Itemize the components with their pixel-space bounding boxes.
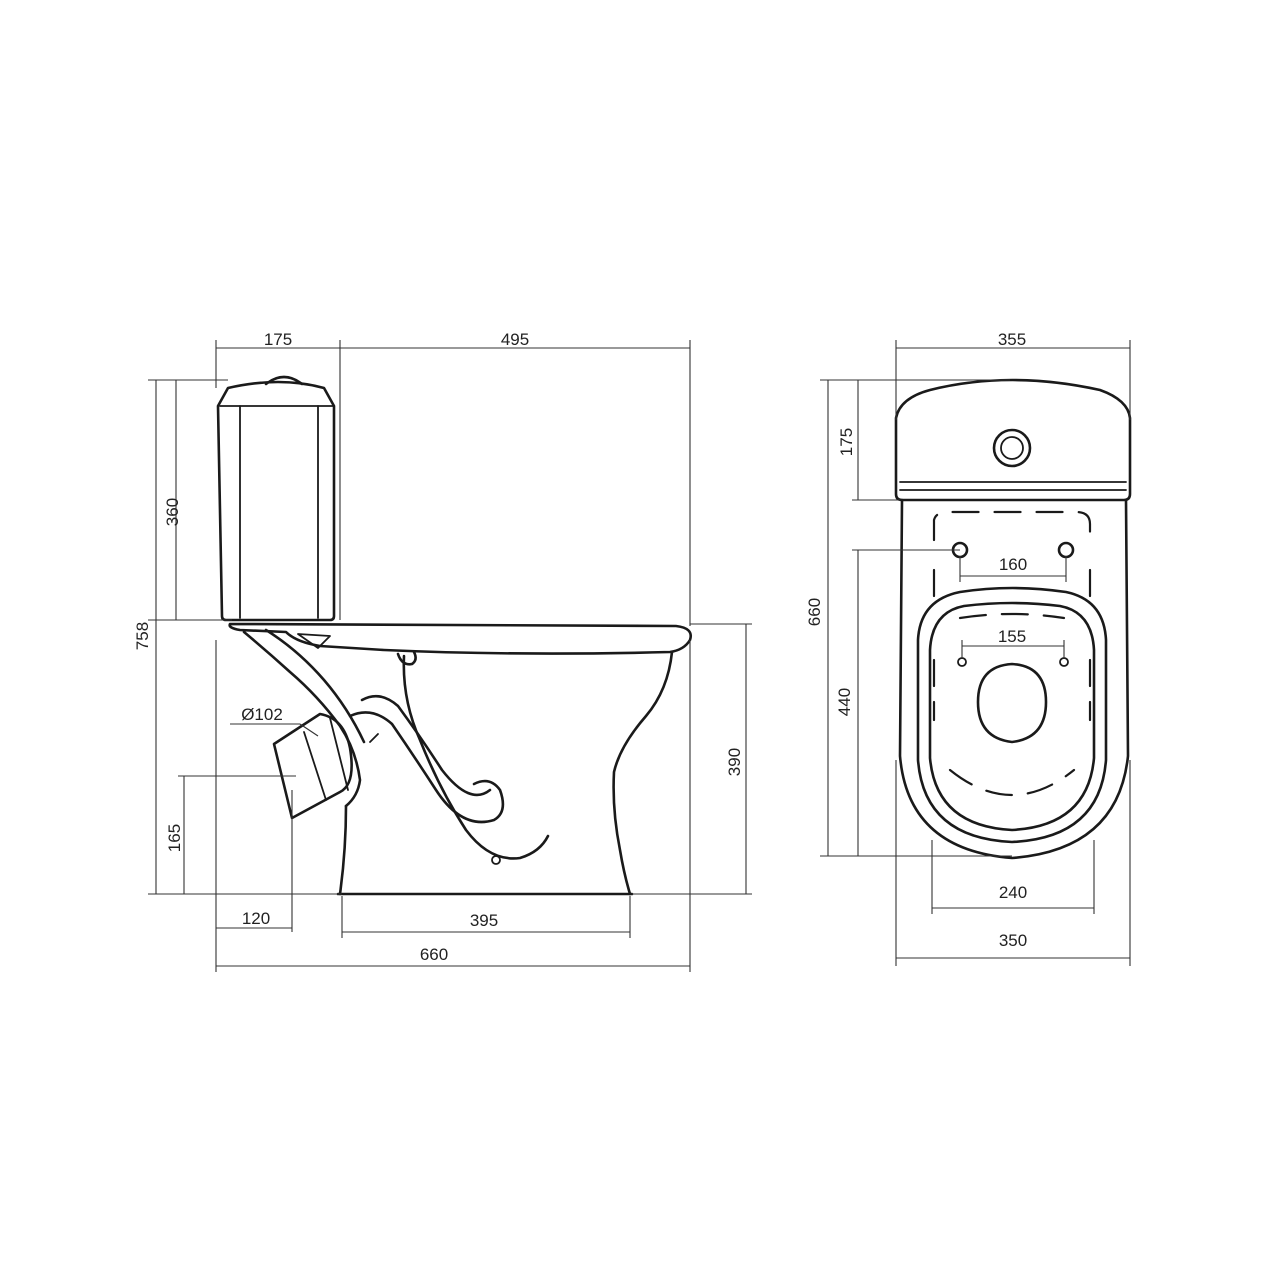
dim-top-inner-width: 240 bbox=[999, 883, 1027, 902]
side-trapway bbox=[242, 628, 505, 824]
dim-side-base-length: 395 bbox=[470, 911, 498, 930]
dim-top-total-length: 660 bbox=[805, 598, 824, 626]
side-bowl-body bbox=[336, 650, 674, 896]
side-tank bbox=[216, 375, 336, 622]
top-dimensions bbox=[820, 340, 1131, 966]
dim-side-outlet-offset: 120 bbox=[242, 909, 270, 928]
top-tank bbox=[894, 378, 1132, 502]
side-view: 175 495 360 758 Ø102 165 120 395 660 390 bbox=[133, 330, 752, 972]
dim-top-tank-width: 355 bbox=[998, 330, 1026, 349]
dim-side-outlet-diameter: Ø102 bbox=[241, 705, 283, 724]
dim-top-bowl-length: 440 bbox=[835, 688, 854, 716]
dim-top-seat-hinge-spacing: 155 bbox=[998, 627, 1026, 646]
top-bowl bbox=[898, 498, 1130, 860]
top-view: 355 175 660 160 155 440 240 350 bbox=[805, 330, 1132, 966]
side-seat-rim bbox=[228, 622, 692, 666]
side-outlet-pipe bbox=[272, 712, 353, 820]
dim-side-tank-depth: 175 bbox=[264, 330, 292, 349]
dim-side-bowl-projection: 495 bbox=[501, 330, 529, 349]
dim-top-bolt-spacing: 160 bbox=[999, 555, 1027, 574]
dim-side-tank-height: 360 bbox=[163, 498, 182, 526]
dim-top-tank-depth: 175 bbox=[837, 428, 856, 456]
side-dimensions bbox=[148, 340, 752, 972]
dim-side-seat-height: 390 bbox=[725, 748, 744, 776]
dim-side-total-length: 660 bbox=[420, 945, 448, 964]
dim-side-outlet-height: 165 bbox=[165, 824, 184, 852]
dim-top-bowl-width: 350 bbox=[999, 931, 1027, 950]
dim-side-total-height: 758 bbox=[133, 622, 152, 650]
